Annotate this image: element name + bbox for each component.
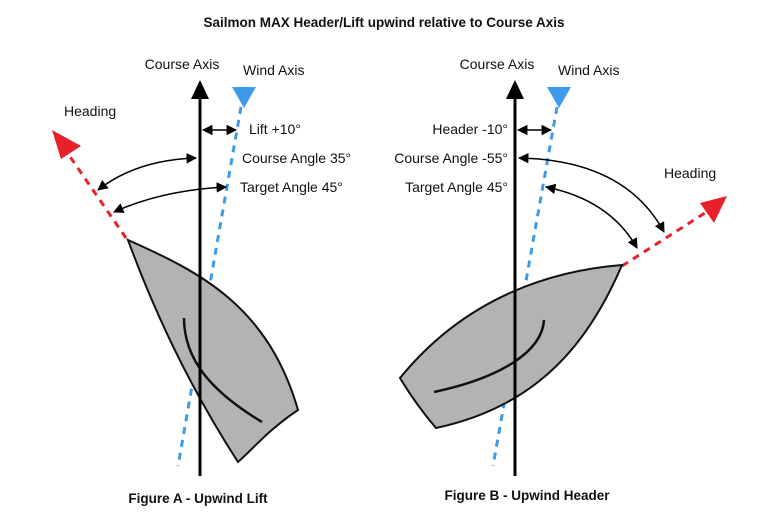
- boat-deck-line-a: [182, 317, 263, 424]
- course-axis-arrow-a: [191, 80, 209, 99]
- course-angle-arc-a: [97, 153, 198, 191]
- wind-axis-arrow-a: [232, 87, 256, 108]
- target-angle-label-a: Target Angle 45°: [240, 179, 343, 195]
- heading-label-a: Heading: [64, 103, 116, 119]
- figure-b: Course Axis Wind Axis Heading Header -10…: [394, 56, 727, 503]
- figure-a: Course Axis Wind Axis Heading Lift +10° …: [52, 56, 351, 506]
- heading-line-b: [621, 209, 709, 268]
- lift-offset-label: Lift +10°: [249, 121, 301, 137]
- heading-label-b: Heading: [664, 165, 716, 181]
- target-angle-label-b: Target Angle 45°: [405, 179, 508, 195]
- boat-hull-b: [398, 263, 624, 430]
- boat-deck-line-b: [433, 319, 546, 394]
- figure-a-caption: Figure A - Upwind Lift: [128, 491, 268, 506]
- course-axis-label-a: Course Axis: [145, 56, 220, 72]
- course-angle-arc-b: [517, 152, 665, 233]
- target-angle-arc-a: [113, 182, 228, 213]
- boat-hull-a: [126, 238, 300, 464]
- figure-b-caption: Figure B - Upwind Header: [444, 488, 610, 503]
- target-angle-arc-b: [544, 183, 638, 249]
- header-offset-label: Header -10°: [432, 121, 508, 137]
- wind-axis-label-b: Wind Axis: [558, 62, 619, 78]
- diagram-title: Sailmon MAX Header/Lift upwind relative …: [203, 15, 564, 30]
- wind-axis-arrow-b: [547, 87, 571, 108]
- course-axis-label-b: Course Axis: [460, 56, 535, 72]
- wind-axis-label-a: Wind Axis: [243, 62, 304, 78]
- heading-arrow-b: [700, 196, 727, 223]
- course-axis-arrow-b: [506, 80, 524, 99]
- course-angle-label-a: Course Angle 35°: [242, 150, 351, 166]
- heading-arrow-a: [52, 130, 81, 159]
- heading-line-a: [62, 147, 128, 239]
- course-angle-label-b: Course Angle -55°: [394, 150, 508, 166]
